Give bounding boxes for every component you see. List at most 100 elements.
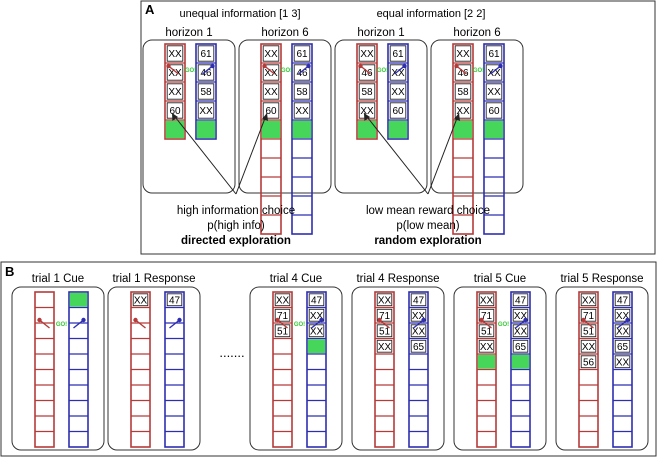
panel-a-game-0-0-left-outcome-box [166, 45, 184, 62]
panel-a-game-0-1-frame [238, 39, 332, 194]
panel-a-game-0-0-right-outcome-value: 61 [200, 49, 212, 60]
panel-a-game-0-0-left-outcome-box [166, 83, 184, 100]
panel-b-trial-3-right-lever-knob [421, 317, 426, 323]
panel-a-game-1-1-right-outcome-box [485, 45, 503, 62]
panel-a-game-1-1-left-outcome-value: XX [456, 106, 470, 117]
panel-b-trial-5-left-outcome-value: XX [582, 295, 596, 306]
panel-b-trial-0-frame [11, 286, 105, 451]
panel-a-game-1-0-right-highlight-cell [388, 120, 408, 139]
panel-b-trial-2-right-lever-knob [319, 317, 324, 323]
panel-a-game-1-0-right-outcome-value: XX [391, 68, 405, 79]
panel-b-trial-4-right-outcome-box [512, 308, 529, 322]
arrow-random-1 [363, 112, 429, 195]
panel-b-trial-4-right-outcome-value: 47 [515, 295, 527, 306]
panel-a-game-1-1-left-outcome-box [454, 45, 472, 62]
panel-a-game-1-1-right-outcome-value: XX [487, 68, 501, 79]
panel-b-trial-5-right-outcome-box [614, 355, 631, 369]
panel-b-trial-4-go-label: GO! [498, 322, 509, 328]
panel-b-frame [0, 261, 657, 457]
panel-b-trial-0-right-lever-knob [81, 317, 86, 323]
panel-b-trial-2-left-outcome-box [274, 293, 291, 307]
panel-b-trial-5-left-outcome-value: 51 [583, 326, 595, 337]
panel-b-trial-2-right-outcome-value: XX [310, 311, 324, 322]
panel-b-trial-5-title: trial 5 Response [560, 273, 643, 285]
panel-b-trial-3-left-outcome-value: 51 [379, 326, 391, 337]
panel-a-game-0-0-left-column [164, 43, 186, 140]
panel-a-game-0-1-left-highlight-cell [261, 120, 281, 139]
panel-b-trial-1-left-outcome-box [132, 293, 149, 307]
panel-b-trial-5-right-outcome-box [614, 308, 631, 322]
panel-a-game-0-1-right-highlight-cell [292, 120, 312, 139]
caption-random-line1: low mean reward choice [366, 205, 490, 217]
panel-b-trial-5-left-outcome-box [580, 355, 597, 369]
panel-a-game-1-0-right-outcome-box [389, 45, 407, 62]
panel-a-game-0-0-left-outcome-value: XX [168, 68, 182, 79]
panel-a-game-1-1-left-outcome-value: XX [456, 49, 470, 60]
panel-b-trial-2-right-outcome-box [308, 308, 325, 322]
panel-b-trial-4-left-outcome-box [478, 308, 495, 322]
panel-a-game-0-1-right-outcome-value: XX [295, 106, 309, 117]
panel-a-game-0-1-left-outcome-value: XX [264, 68, 278, 79]
panel-a-game-0-0-go-label: GO! [185, 68, 196, 74]
arrow-directed-2 [235, 112, 268, 195]
panel-a-game-0-0-right-outcome-box [197, 83, 215, 100]
panel-b-trial-3-left-lever-knob [377, 317, 382, 323]
caption-random-line2: p(low mean) [396, 220, 459, 232]
arrowhead [172, 113, 178, 121]
panel-b-trial-4-right-outcome-box [512, 293, 529, 307]
panel-a-game-1-0-left-outcome-box [358, 45, 376, 62]
panel-b-trial-1-right-outcome-box [166, 293, 183, 307]
panel-b-trial-4-left-outcome-value: XX [480, 342, 494, 353]
panel-b-trial-1-title: trial 1 Response [112, 273, 195, 285]
panel-a-game-1-1-go-label: GO! [473, 68, 484, 74]
panel-b-label: B [5, 264, 14, 279]
panel-a-game-1-0-right-outcome-value: 61 [392, 49, 404, 60]
panel-a-game-1-1-frame [430, 39, 524, 194]
panel-b-trial-4-right-outcome-box [512, 339, 529, 353]
panel-b-trial-2-left-lever-knob [275, 317, 280, 323]
panel-a-game-0-1-left-outcome-value: 60 [265, 106, 277, 117]
panel-a-game-1-0-left-highlight-cell [357, 120, 377, 139]
panel-b-trial-4-title: trial 5 Cue [474, 273, 526, 285]
panel-b-trial-4-right-lever-knob [523, 317, 528, 323]
panel-b-trial-3-left-outcome-box [376, 293, 393, 307]
panel-a-game-0-0-left-outcome-value: XX [168, 49, 182, 60]
panel-b-trial-4-left-outcome-box [478, 293, 495, 307]
panel-b-trial-5-right-outcome-value: XX [616, 357, 630, 368]
panel-b-trial-3-left-outcome-value: XX [378, 342, 392, 353]
panel-b-trial-5-left-outcome-value: 71 [583, 311, 595, 322]
panel-a-game-1-1-left-highlight-cell [453, 120, 473, 139]
panel-b-trial-2-go-label: GO! [294, 322, 305, 328]
panel-b-trial-0-title: trial 1 Cue [32, 273, 84, 285]
panel-a-game-0-1-go-label: GO! [281, 68, 292, 74]
panel-a-game-1-0-right-column [387, 43, 409, 140]
panel-b-trial-5-left-outcome-value: XX [582, 342, 596, 353]
panel-a-game-0-1-left-outcome-value: XX [264, 49, 278, 60]
panel-a-game-1-0-right-outcome-value: 60 [392, 106, 404, 117]
horizon-label-unequal-h6: horizon 6 [261, 27, 308, 39]
panel-a-game-0-0-left-outcome-value: 60 [169, 106, 181, 117]
panel-a-game-0-1-left-outcome-value: XX [264, 87, 278, 98]
panel-b-trial-4-left-highlight-cell [477, 354, 496, 369]
panel-a-game-0-0-right-outcome-value: 58 [200, 87, 212, 98]
panel-b-trial-0-right-highlight-cell [69, 292, 88, 307]
group-title-unequal: unequal information [1 3] [179, 8, 300, 20]
panel-b-trial-4-left-outcome-box [478, 339, 495, 353]
arrowhead [262, 113, 268, 121]
panel-a-game-1-1-left-outcome-box [454, 83, 472, 100]
panel-b-trial-1-left-outcome-value: XX [134, 295, 148, 306]
panel-b-trial-2-right-highlight-cell [307, 339, 326, 354]
panel-b-trial-1-frame [107, 286, 201, 451]
panel-b-trial-3-left-outcome-value: XX [378, 295, 392, 306]
panel-a-game-0-0-right-highlight-cell [196, 120, 216, 139]
panel-a-game-1-1-right-outcome-box [485, 102, 503, 119]
panel-a-game-0-1-right-lever-knob [306, 63, 311, 69]
panel-b-trial-3-title: trial 4 Response [356, 273, 439, 285]
panel-b-trial-5-left-lever-knob [581, 317, 586, 323]
panel-a-game-1-0-left-outcome-value: XX [360, 49, 374, 60]
panel-b-trial-4-left-outcome-value: XX [480, 295, 494, 306]
